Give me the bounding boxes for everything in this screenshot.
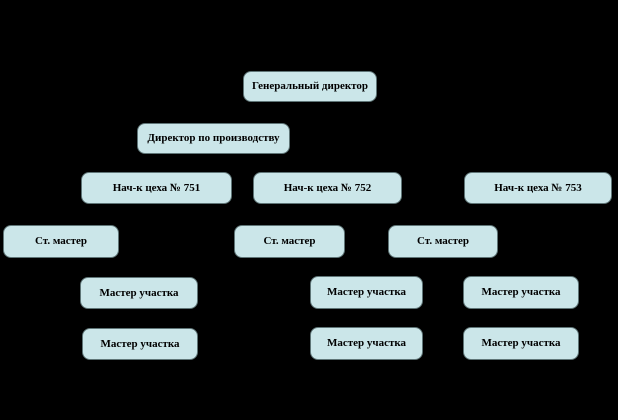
org-node-label: Ст. мастер [416, 235, 470, 247]
org-node-senior-master-3: Ст. мастер [388, 225, 498, 258]
org-node-label: Мастер участка [326, 286, 407, 298]
org-node-label: Ст. мастер [263, 235, 316, 247]
org-node-shop-chief-752: Нач-к цеха № 752 [253, 172, 402, 204]
org-node-area-master-r1c1: Мастер участка [80, 277, 198, 309]
org-node-senior-master-1: Ст. мастер [3, 225, 119, 258]
org-node-label: Директор по производству [147, 132, 280, 144]
org-node-area-master-r2c2: Мастер участка [310, 327, 423, 360]
org-node-label: Генеральный директор [251, 80, 369, 92]
org-node-production-director: Директор по производству [137, 123, 290, 154]
org-node-shop-chief-751: Нач-к цеха № 751 [81, 172, 232, 204]
org-node-label: Мастер участка [99, 286, 179, 299]
org-node-senior-master-2: Ст. мастер [234, 225, 345, 258]
org-node-area-master-r2c3: Мастер участка [463, 327, 579, 360]
org-node-label: Мастер участка [481, 286, 561, 298]
org-node-area-master-r1c3: Мастер участка [463, 276, 579, 309]
org-node-label: Нач-к цеха № 751 [112, 181, 201, 194]
org-node-label: Мастер участка [326, 337, 407, 349]
org-node-area-master-r1c2: Мастер участка [310, 276, 423, 309]
org-node-label: Нач-к цеха № 753 [494, 181, 582, 194]
org-node-label: Ст. мастер [34, 235, 88, 247]
org-node-general-director: Генеральный директор [243, 71, 377, 102]
org-node-label: Нач-к цеха № 752 [283, 181, 372, 194]
org-node-label: Мастер участка [100, 337, 180, 350]
org-node-label: Мастер участка [481, 337, 561, 349]
org-node-area-master-r2c1: Мастер участка [82, 328, 198, 360]
org-node-shop-chief-753: Нач-к цеха № 753 [464, 172, 612, 204]
